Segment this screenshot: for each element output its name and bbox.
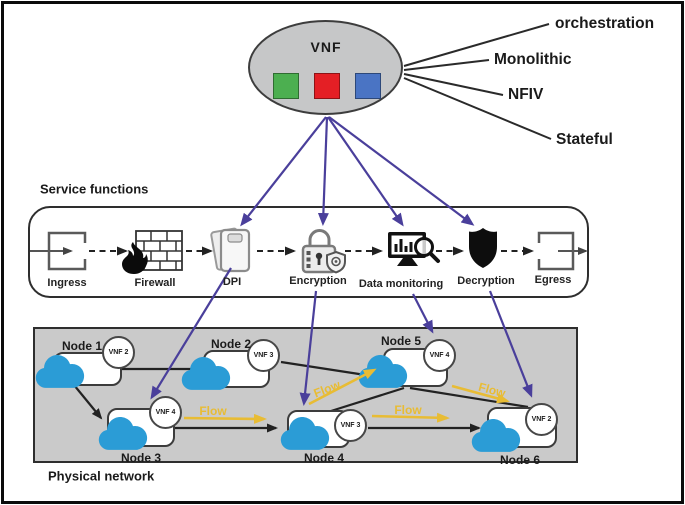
node-3-label: Node 3 [120, 451, 162, 465]
node-1-vnf-badge: VNF 2 [102, 336, 135, 369]
node-5-label: Node 5 [380, 334, 422, 348]
node-clouds [35, 355, 521, 452]
flow-arrow-n4-n6 [371, 412, 450, 423]
vnf-module-red [314, 73, 340, 99]
physical-network-title: Physical network [48, 468, 155, 484]
encryption-icon [301, 229, 346, 274]
flow-arrows [183, 368, 510, 424]
flow-arrow-n4-n5 [308, 368, 377, 406]
link-n2-n5 [280, 360, 373, 378]
fn-label-data-monitoring: Data monitoring [358, 278, 444, 290]
node-4-label: Node 4 [303, 451, 345, 465]
node-2-label: Node 2 [210, 337, 252, 351]
fn-label-ingress: Ingress [47, 277, 87, 289]
flow-label-n4-n6: Flow [394, 403, 422, 417]
node-6-label: Node 6 [499, 453, 541, 467]
flow-arrow-n3-n4 [183, 413, 267, 424]
fn-label-firewall: Firewall [134, 277, 176, 289]
node-3-vnf-badge: VNF 4 [149, 396, 182, 429]
fn-label-egress: Egress [534, 274, 572, 286]
arrow-vnf-dpi [240, 116, 327, 227]
node-1-cloud-icon [35, 355, 85, 388]
node-3-cloud-icon [98, 417, 148, 450]
physical-links [73, 360, 529, 433]
arrow-vnf-encryption [317, 116, 329, 226]
node-1-label: Node 1 [61, 339, 103, 353]
vnf-module-green [273, 73, 299, 99]
node-4-vnf-badge: VNF 3 [334, 409, 367, 442]
node-5-vnf-badge: VNF 4 [423, 339, 456, 372]
link-n1-n3 [73, 384, 103, 420]
node-2-cloud-icon [181, 357, 231, 390]
arrow-vnf-decryption [328, 116, 475, 226]
link-n5-n6 [409, 386, 529, 409]
link-n5-n4 [330, 386, 405, 413]
fn-label-dpi: DPI [222, 276, 242, 288]
characteristic-monolithic: Monolithic [494, 51, 572, 68]
characteristic-orchestration: orchestration [555, 15, 655, 32]
service-functions-title: Service functions [40, 181, 149, 197]
characteristic-nfiv: NFIV [508, 86, 544, 103]
mapping-arrows [150, 116, 533, 406]
node-6-cloud-icon [471, 419, 521, 452]
arrow-encryption-node4 [299, 290, 318, 406]
ingress-icon [47, 231, 87, 271]
egress-icon [537, 231, 575, 271]
arrow-dpi-node3 [150, 267, 232, 400]
decryption-icon [469, 228, 497, 268]
vnf-module-blue [355, 73, 381, 99]
dpi-icon [210, 227, 251, 273]
node-4-cloud-icon [280, 417, 330, 450]
fn-label-decryption: Decryption [457, 275, 515, 287]
node-6-vnf-badge: VNF 2 [525, 403, 558, 436]
vnf-title: VNF [310, 39, 342, 55]
flow-label-n3-n4: Flow [199, 404, 227, 418]
vnf-ellipse [248, 20, 403, 115]
arrow-decryption-node6 [488, 290, 533, 398]
fn-label-encryption: Encryption [289, 275, 347, 287]
arrow-vnf-monitoring [327, 116, 404, 227]
firewall-icon [122, 230, 183, 274]
arrow-monitoring-node5 [412, 293, 434, 334]
flow-arrow-n5-n6 [451, 384, 510, 404]
data-monitoring-icon [388, 232, 440, 266]
node-5-cloud-icon [358, 355, 408, 388]
characteristic-stateful: Stateful [556, 131, 613, 148]
node-2-vnf-badge: VNF 3 [247, 339, 280, 372]
characteristic-lines [403, 23, 552, 140]
